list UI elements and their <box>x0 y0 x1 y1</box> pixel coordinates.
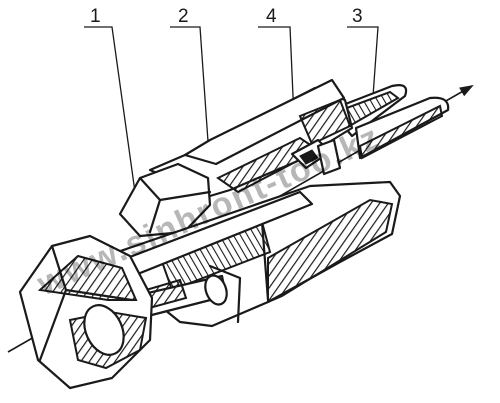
leader-line-1 <box>84 26 141 229</box>
label-part-3: 3 <box>352 6 363 27</box>
label-part-2: 2 <box>178 6 189 27</box>
end-nut <box>18 234 154 390</box>
part-labels: 1 2 4 3 <box>90 6 363 27</box>
label-part-4: 4 <box>266 6 277 27</box>
leader-line-2 <box>170 26 211 171</box>
sealing-ring <box>290 138 342 176</box>
hex-body <box>118 162 212 238</box>
union-nut <box>148 78 354 198</box>
pipe-tube <box>328 84 450 160</box>
leader-line-3 <box>347 26 379 111</box>
label-part-1: 1 <box>90 6 101 27</box>
